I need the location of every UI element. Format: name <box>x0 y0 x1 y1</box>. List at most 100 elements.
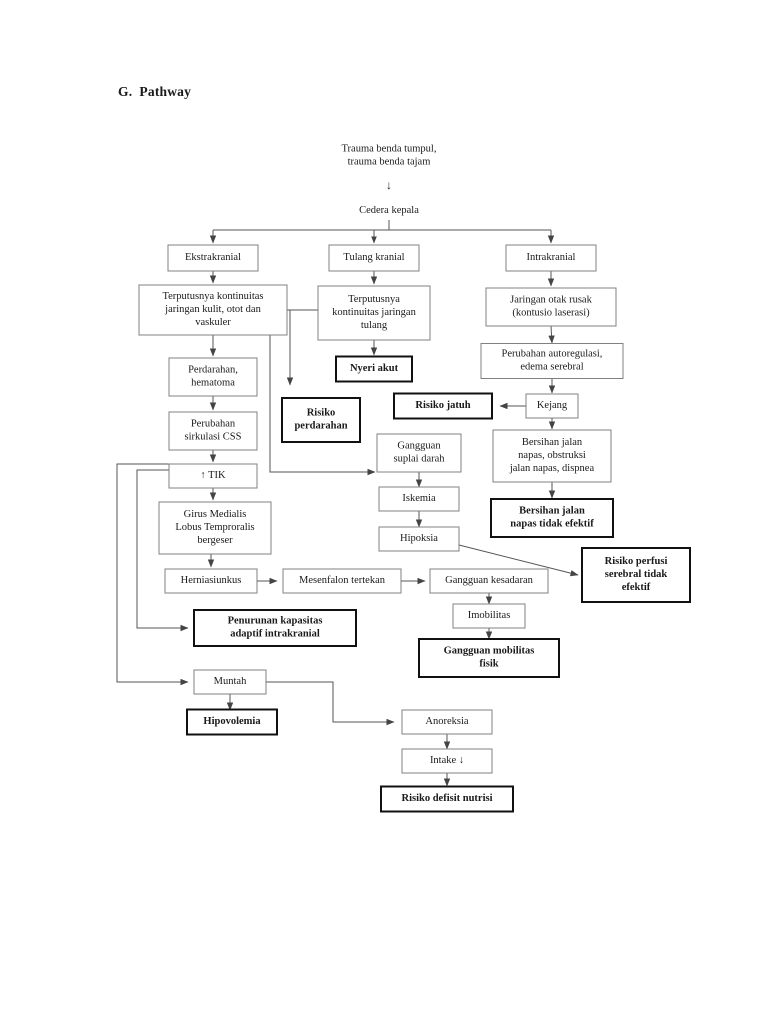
edge-jaringanotak-autoregulasi <box>548 325 555 344</box>
edge-muntah-anoreksia <box>266 681 395 726</box>
flow-node-box <box>193 669 267 695</box>
flow-node-box <box>328 244 420 272</box>
flow-node-box <box>401 748 493 774</box>
flow-node-label: Gangguan kesadaran <box>445 575 534 586</box>
edge-girus-herniasiunkus <box>207 553 215 568</box>
flow-node-box <box>581 547 691 603</box>
flow-node-hipoksia: Hipoksia <box>378 526 460 552</box>
flow-node-box <box>380 785 514 813</box>
flow-node-box <box>393 392 493 420</box>
flow-node-label: Tulang kranial <box>343 252 404 263</box>
flow-node-label: Kejang <box>537 400 568 411</box>
flow-node-box <box>485 287 617 327</box>
edge-tik-muntah <box>116 463 189 686</box>
flow-node-herniasiunkus: Herniasiunkus <box>164 568 258 594</box>
flow-node-label: Hipoksia <box>400 533 438 544</box>
flow-node-box <box>376 433 462 473</box>
flow-node-box <box>401 709 493 735</box>
flow-node-autoregulasi: Perubahan autoregulasi,edema serebral <box>480 343 624 379</box>
edge-tik-penurunan <box>136 469 189 632</box>
flow-node-label: Nyeri akut <box>350 363 399 374</box>
flow-node-label: Ekstrakranial <box>185 252 241 263</box>
flow-node-box <box>164 568 258 594</box>
flow-node-label: Risiko jatuh <box>415 400 470 411</box>
flow-node-box <box>490 498 614 538</box>
flow-node-box <box>429 568 549 594</box>
flow-node-box <box>317 285 431 341</box>
flow-node-kejang: Kejang <box>525 393 579 419</box>
flow-node-box <box>138 284 288 336</box>
flow-node-gangguankesadaran: Gangguan kesadaran <box>429 568 549 594</box>
flow-node-intake: Intake ↓ <box>401 748 493 774</box>
flow-node-tik: ↑ TIK <box>168 463 258 489</box>
flow-node-label: Perdarahan,hematoma <box>188 365 238 389</box>
flow-node-tulangkranial: Tulang kranial <box>328 244 420 272</box>
page-title: G. Pathway <box>118 84 192 99</box>
flow-node-box <box>168 357 258 397</box>
flow-node-label: Imobilitas <box>468 610 511 621</box>
flow-node-box <box>168 411 258 451</box>
flow-node-risikojatuh: Risiko jatuh <box>393 392 493 420</box>
flow-node-hipovolemia: Hipovolemia <box>186 708 278 736</box>
flow-node-box <box>418 638 560 678</box>
flow-node-jaringanotak: Jaringan otak rusak(kontusio laserasi) <box>485 287 617 327</box>
flow-node-label: Risiko defisit nutrisi <box>401 793 492 804</box>
flow-node-box <box>378 526 460 552</box>
flow-node-label: ↑ TIK <box>200 470 226 481</box>
flow-node-box <box>186 708 278 736</box>
flow-node-label: Intrakranial <box>527 252 576 263</box>
flow-node-label: Herniasiunkus <box>181 575 242 586</box>
flow-node-iskemia: Iskemia <box>378 486 460 512</box>
flow-node-label: Trauma benda tumpul,trauma benda tajam <box>342 144 437 168</box>
flow-node-label: Muntah <box>214 676 247 687</box>
flow-node-intrakranial: Intrakranial <box>505 244 597 272</box>
flow-node-label: Mesenfalon tertekan <box>299 575 386 586</box>
flow-node-box <box>167 244 259 272</box>
flow-node-nyeriakut: Nyeri akut <box>335 355 413 383</box>
flow-node-label: Intake ↓ <box>430 755 464 766</box>
flow-node-label: Cedera kepala <box>359 205 419 216</box>
flow-node-box <box>281 397 361 443</box>
flow-node-trauma: Trauma benda tumpul,trauma benda tajam <box>342 144 437 168</box>
edge-hipoksia-risikoperfusi <box>458 544 579 577</box>
arrow-down-glyph: ↓ <box>386 178 392 192</box>
flow-node-imobilitas: Imobilitas <box>452 603 526 629</box>
flow-node-box <box>193 609 357 647</box>
flow-node-box <box>282 568 402 594</box>
flow-node-label: Hipovolemia <box>203 716 261 727</box>
flow-node-mesenfalon: Mesenfalon tertekan <box>282 568 402 594</box>
flow-node-box <box>525 393 579 419</box>
flow-node-box <box>480 343 624 379</box>
flow-node-label: Perubahan autoregulasi,edema serebral <box>502 349 603 373</box>
flow-node-box <box>335 355 413 383</box>
flow-node-box <box>158 501 272 555</box>
flow-node-box <box>168 463 258 489</box>
flow-node-label: Anoreksia <box>425 716 468 727</box>
flow-node-label: Jaringan otak rusak(kontusio laserasi) <box>510 295 592 319</box>
flow-node-box <box>505 244 597 272</box>
flow-node-box <box>452 603 526 629</box>
flow-node-perdarahan: Perdarahan,hematoma <box>168 357 258 397</box>
flow-node-risikodefisit: Risiko defisit nutrisi <box>380 785 514 813</box>
